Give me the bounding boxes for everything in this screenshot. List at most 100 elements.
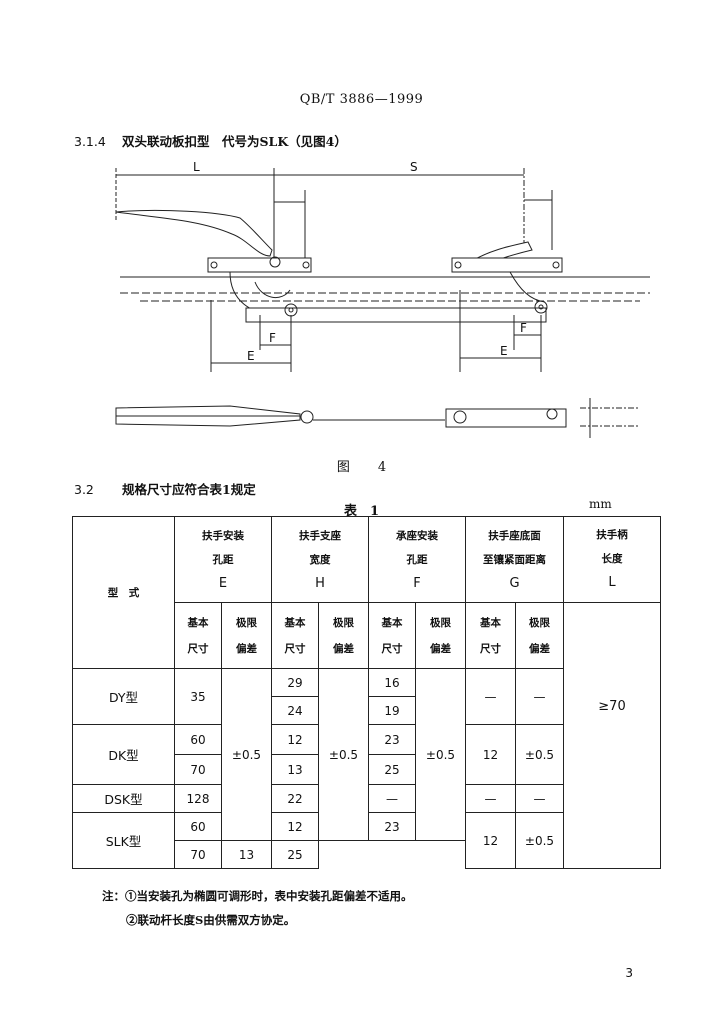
subheader-basic: 基本 尺寸	[174, 602, 222, 669]
header-L-line1: 扶手柄	[596, 529, 628, 541]
model-DY: DY型	[72, 668, 175, 725]
header-E-line1: 扶手安装	[202, 529, 244, 542]
header-H-line1: 扶手支座	[299, 529, 341, 542]
F-tolerance: ±0.5	[415, 668, 466, 841]
cell: —	[515, 668, 564, 725]
plan-right-body	[445, 408, 567, 428]
figure-4-drawing: L S F E F E	[115, 160, 650, 438]
page-number: 3	[625, 966, 633, 980]
header-F-line2: 孔距	[406, 553, 428, 566]
link-pivot-right	[534, 300, 548, 314]
table-row: DK型 60 12 23 12 ±0.5	[72, 724, 661, 785]
label-F-left: F	[269, 331, 276, 345]
plan-pivot-end	[546, 408, 558, 420]
table-unit: mm	[589, 497, 612, 511]
cell: 60	[174, 724, 222, 755]
cell: 25	[271, 840, 319, 869]
note-1: 注：①当安装孔为椭圆可调形时，表中安装孔距偏差不适用。	[102, 889, 413, 903]
header-F-line1: 承座安装	[396, 529, 438, 542]
header-F: 承座安装 孔距 F	[368, 516, 466, 603]
table-title: 表 1	[343, 504, 380, 519]
left-hook-inner	[254, 281, 291, 298]
header-H-line2: 宽度	[309, 553, 331, 566]
cell: 25	[368, 754, 416, 785]
cell: 12	[271, 724, 319, 755]
section-number: 3.1.4	[74, 134, 106, 149]
cell: 128	[174, 784, 222, 813]
table-row: DY型 35 ±0.5 29 ±0.5 16 ±0.5 — —	[72, 668, 661, 841]
section-3-1-4: 3.1.4 双头联动板扣型 代号为SLK（见图4）	[74, 131, 347, 150]
subheader-tolerance: 极限 偏差	[221, 602, 272, 669]
header-E-symbol: E	[218, 575, 228, 591]
left-pivot	[269, 256, 281, 268]
section-number: 3.2	[74, 482, 94, 497]
cell: 29	[271, 668, 319, 697]
header-L: 扶手柄 长度 L	[563, 516, 661, 603]
subheader-row: 基本 尺寸 极限 偏差 基本 尺寸 极限 偏差 基本 尺寸 极限 偏差 基本 尺…	[73, 602, 661, 869]
header-G-symbol: G	[509, 575, 520, 591]
header-H-symbol: H	[315, 575, 325, 591]
section-title: 规格尺寸应符合表1规定	[122, 482, 256, 497]
header-G-line2: 至镶紧面距离	[483, 553, 546, 566]
header-row: 型 式 扶手安装 孔距 E 扶手支座 宽度 H 承座安装 孔距 F 扶手座底面 …	[72, 516, 661, 669]
plan-pivot-right	[453, 410, 467, 424]
plan-pivot-left	[300, 410, 314, 424]
label-S: S	[410, 160, 418, 174]
cell: —	[368, 784, 416, 813]
right-screw	[552, 261, 560, 269]
cell: 19	[368, 696, 416, 725]
model-DSK: DSK型	[72, 784, 175, 813]
header-H: 扶手支座 宽度 H	[271, 516, 369, 603]
cell: 70	[174, 840, 222, 869]
link-bar	[245, 307, 547, 323]
cell: 35	[174, 668, 222, 725]
subheader-basic: 基本 尺寸	[368, 602, 416, 669]
cell: 22	[271, 784, 319, 813]
table-notes: 注：①当安装孔为椭圆可调形时，表中安装孔距偏差不适用。 ②联动杆长度S由供需双方…	[102, 884, 413, 932]
label-L: L	[193, 160, 200, 174]
cell: —	[465, 784, 516, 813]
cell: 70	[174, 754, 222, 785]
left-handle	[115, 209, 273, 257]
E-tolerance: ±0.5	[221, 668, 272, 841]
cell: ±0.5	[515, 724, 564, 785]
model-DK: DK型	[72, 724, 175, 785]
left-screw	[210, 261, 218, 269]
figure-caption-label: 图	[336, 460, 350, 475]
left-base-plate	[207, 257, 312, 273]
subheader-tolerance: 极限 偏差	[515, 602, 564, 669]
label-E-right: E	[500, 344, 508, 358]
cell: ±0.5	[515, 812, 564, 869]
label-E-left: E	[247, 349, 255, 363]
subheader-basic: 基本 尺寸	[465, 602, 516, 669]
subheader-tolerance: 极限 偏差	[415, 602, 466, 669]
header-E-line2: 孔距	[212, 553, 234, 566]
spec-table: 型 式 扶手安装 孔距 E 扶手支座 宽度 H 承座安装 孔距 F 扶手座底面 …	[72, 516, 661, 869]
figure-caption-number: 4	[377, 460, 387, 475]
cell: 23	[368, 812, 416, 841]
cell: 12	[271, 812, 319, 841]
table-row: SLK型 60 12 23 12 ±0.5	[72, 812, 661, 869]
cell: 13	[271, 754, 319, 785]
right-base-plate	[451, 257, 563, 273]
cell: —	[515, 784, 564, 813]
header-F-symbol: F	[413, 575, 421, 591]
model-SLK: SLK型	[72, 812, 175, 869]
subheader-basic: 基本 尺寸	[271, 602, 319, 669]
cell: 12	[465, 724, 516, 785]
cell: 24	[271, 696, 319, 725]
header-G-line1: 扶手座底面	[488, 529, 541, 542]
cell: 13	[221, 840, 272, 869]
cell: 60	[174, 812, 222, 841]
section-title: 双头联动板扣型 代号为SLK（见图4）	[122, 134, 347, 149]
note-2: ②联动杆长度S由供需双方协定。	[126, 913, 296, 927]
H-tolerance: ±0.5	[318, 668, 369, 841]
standard-code: QB/T 3886—1999	[299, 92, 424, 107]
section-3-2: 3.2 规格尺寸应符合表1规定	[74, 479, 256, 498]
header-model: 型 式	[72, 516, 175, 669]
cell: 12	[465, 812, 516, 869]
header-E: 扶手安装 孔距 E	[174, 516, 272, 603]
header-G: 扶手座底面 至镶紧面距离 G	[465, 516, 564, 603]
right-screw	[454, 261, 462, 269]
left-screw	[302, 261, 310, 269]
